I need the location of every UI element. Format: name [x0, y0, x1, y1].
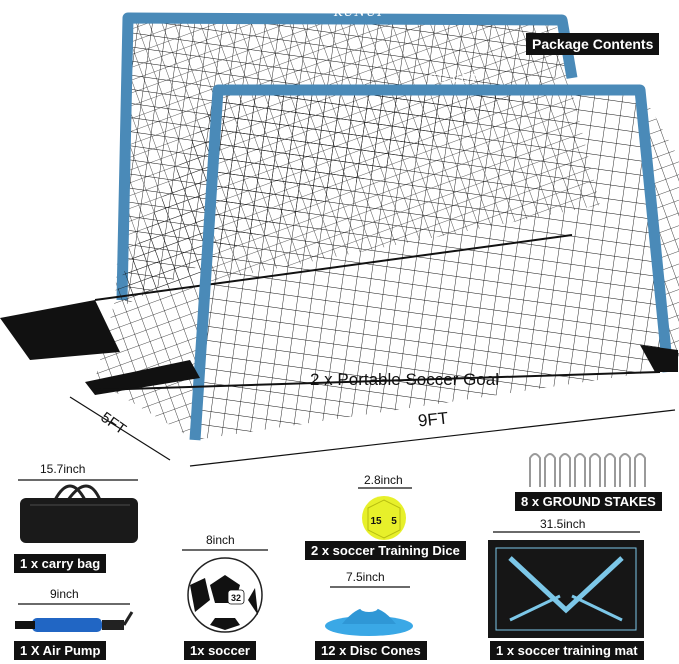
training-mat-image — [488, 531, 644, 638]
carry-bag-image — [18, 479, 138, 543]
back-goal-brand: KUNUP — [334, 5, 387, 19]
svg-text:5: 5 — [391, 516, 397, 527]
mat-label: 1 x soccer training mat — [490, 641, 644, 660]
cones-dim: 7.5inch — [346, 570, 385, 584]
front-goal-brand: KUNUP — [428, 72, 481, 86]
dice-label: 2 x soccer Training Dice — [305, 541, 466, 560]
air-pump-dim: 9inch — [50, 587, 79, 601]
dice-dim: 2.8inch — [364, 473, 403, 487]
soccer-label: 1x soccer — [184, 641, 256, 660]
cones-label: 12 x Disc Cones — [315, 641, 427, 660]
carry-bag-label: 1 x carry bag — [14, 554, 107, 573]
stakes-label: 8 x GROUND STAKES — [515, 492, 662, 511]
dice-image: 15 5 — [358, 487, 412, 540]
package-contents-title: Package Contents — [526, 33, 660, 55]
air-pump-image — [15, 603, 134, 632]
disc-cones-image — [325, 586, 413, 636]
svg-text:32: 32 — [231, 593, 241, 603]
soccer-ball-image: 32 — [182, 549, 268, 633]
goal-caption: 2 x Portable Soccer Goal — [310, 370, 499, 389]
soccer-dim: 8inch — [206, 533, 235, 547]
ground-stakes-image — [529, 453, 646, 487]
dimension-lines — [69, 396, 676, 467]
front-goal — [85, 84, 679, 441]
mat-dim: 31.5inch — [540, 517, 586, 531]
svg-text:15: 15 — [370, 516, 382, 527]
air-pump-label: 1 X Air Pump — [14, 641, 107, 660]
width-dimension: 9FT — [417, 408, 450, 431]
carry-bag-dim: 15.7inch — [40, 462, 86, 476]
